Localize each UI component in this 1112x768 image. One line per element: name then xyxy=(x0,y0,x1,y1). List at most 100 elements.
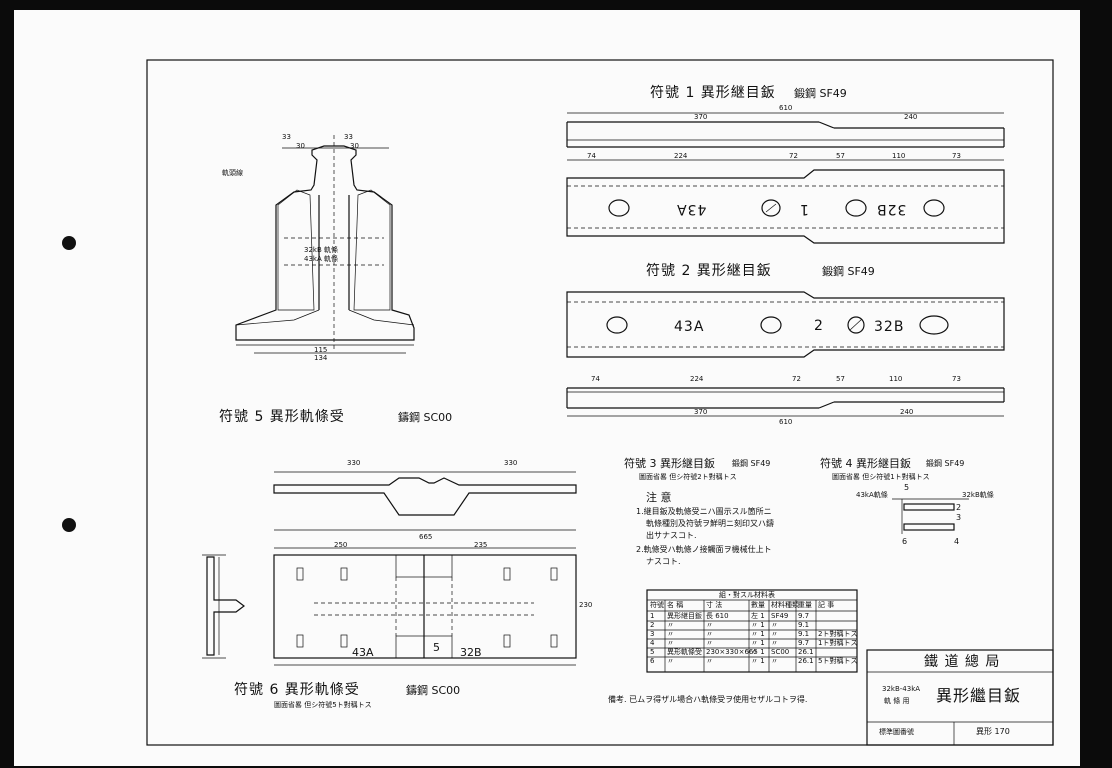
part2-title: 符號 2 異形継目鈑 xyxy=(646,263,772,279)
part5-dim-w1: 115 xyxy=(314,346,328,354)
titleblock-subtitle-bottom: 軌 條 用 xyxy=(884,697,910,705)
part2-dim-b1: 224 xyxy=(690,375,704,383)
part4-num-1: 2 xyxy=(956,503,962,512)
part2-dim-right: 240 xyxy=(900,408,914,416)
part5-dim-a: 33 xyxy=(282,133,291,141)
part6-dim-top-l: 330 xyxy=(347,459,361,467)
part6-material: 鑄鋼 SC00 xyxy=(406,684,461,697)
notes-line-1: 軌條種別及符號ヲ鮮明ニ刻印又ハ鑄 xyxy=(646,519,774,528)
bom-cell: 9.1 xyxy=(798,630,810,638)
part5-dim-b: 33 xyxy=(344,133,353,141)
part3-note: 圖面省畧 但シ符號2ト對稱トス xyxy=(639,473,737,481)
part1-dim-b1: 224 xyxy=(674,152,688,160)
part2-mark-left: 43A xyxy=(674,319,705,335)
bom-header-cell: 記 事 xyxy=(818,601,835,609)
titleblock-stdlabel: 標準圖番號 xyxy=(879,728,914,736)
bom-cell: 2 xyxy=(650,621,655,629)
part4-note: 圖面省畧 但シ符號1ト對稱トス xyxy=(832,473,930,481)
part2-dim-total: 610 xyxy=(779,418,793,426)
part4-rail-left: 43kA軌條 xyxy=(856,491,888,499)
part6-dim-top-r: 330 xyxy=(504,459,518,467)
notes-line-4: ナスコト. xyxy=(646,557,681,566)
part1-material: 鍛鋼 SF49 xyxy=(794,87,847,100)
part5-dim-w2: 134 xyxy=(314,354,328,362)
part2-material: 鍛鋼 SF49 xyxy=(822,265,875,278)
part1-mark-center: 1 xyxy=(799,201,809,217)
bom-header-cell: 重量 xyxy=(798,601,812,609)
part6-mark-center: 5 xyxy=(433,641,440,654)
part5-title: 符號 5 異形軌條受 xyxy=(219,409,345,425)
part6-dim-l: 250 xyxy=(334,541,348,549)
punch-hole-top xyxy=(62,236,76,250)
part1-dim-total: 610 xyxy=(779,104,793,112)
drawing-lines xyxy=(146,59,1054,746)
part4-num-2: 3 xyxy=(956,513,962,522)
bom-cell: 5 xyxy=(650,648,655,656)
bom-cell: 〃 xyxy=(771,621,778,629)
bom-cell: 〃 1 xyxy=(751,648,765,656)
part1-dim-right: 240 xyxy=(904,113,918,121)
titleblock-title: 異形繼目鈑 xyxy=(936,686,1022,705)
part1-dim-b0: 74 xyxy=(587,152,596,160)
bom-cell: 長 610 xyxy=(706,612,729,620)
drawing-border xyxy=(146,59,1054,746)
part2-dim-b3: 57 xyxy=(836,375,845,383)
bom-cell: 9.1 xyxy=(798,621,810,629)
bom-header-cell: 數量 xyxy=(751,601,765,609)
part1-mark-left: 43A xyxy=(676,201,707,217)
bom-cell: 4 xyxy=(650,639,655,647)
part5-dim-d: 30 xyxy=(350,142,359,150)
bom-cell: SC00 xyxy=(771,648,790,656)
bom-cell: 〃 xyxy=(706,630,713,638)
remark: 備考. 已ムヲ得ザル場合ハ軌條受ヲ使用セザルコトヲ得. xyxy=(608,695,808,704)
bom-cell: 2ト對稱トス xyxy=(818,630,858,638)
part2-mark-right: 32B xyxy=(874,319,905,335)
bom-cell: 〃 xyxy=(706,621,713,629)
part1-title: 符號 1 異形継目鈑 xyxy=(650,85,776,101)
part5-inner-label2: 43kA 軌條 xyxy=(304,255,338,263)
bom-cell: SF49 xyxy=(771,612,789,620)
bom-cell: 〃 1 xyxy=(751,621,765,629)
bom-cell: 〃 1 xyxy=(751,630,765,638)
bom-cell: 9.7 xyxy=(798,612,810,620)
part4-num-4: 4 xyxy=(954,537,960,546)
bom-cell: 6 xyxy=(650,657,655,665)
part1-face-view xyxy=(566,169,1005,244)
notes-line-3: 2.軌條受ハ軌條ノ接觸面ヲ機械仕上ト xyxy=(636,545,772,554)
bom-cell: 1 xyxy=(650,612,655,620)
part6-title: 符號 6 異形軌條受 xyxy=(234,682,360,698)
bom-cell: 3 xyxy=(650,630,655,638)
part6-dim-mid: 665 xyxy=(419,533,433,541)
part5-rail-label: 軌頭線 xyxy=(222,169,243,177)
part6-mark-left: 43A xyxy=(352,646,374,659)
part1-dim-left: 370 xyxy=(694,113,708,121)
part6-end-view xyxy=(202,554,245,659)
part1-dim-b4: 110 xyxy=(892,152,906,160)
part4-num-0: 5 xyxy=(904,483,910,492)
bom-cell: 左 1 xyxy=(751,612,765,620)
bom-header-cell: 符號 xyxy=(650,601,664,609)
part1-dim-b2: 72 xyxy=(789,152,798,160)
bom-cell: 230×330×665 xyxy=(706,648,758,656)
part4-rail-right: 32kB軌條 xyxy=(962,491,994,499)
part1-dim-b5: 73 xyxy=(952,152,961,160)
bom-cell: 〃 xyxy=(771,630,778,638)
part6-dim-h: 230 xyxy=(579,601,593,609)
bom-cell: 〃 xyxy=(771,639,778,647)
title-block-frame xyxy=(866,649,1054,746)
bom-cell: 〃 xyxy=(706,657,713,665)
part1-side-view xyxy=(566,112,1005,161)
part2-dim-b2: 72 xyxy=(792,375,801,383)
bom-cell: 26.1 xyxy=(798,648,814,656)
bom-cell: 〃 xyxy=(771,657,778,665)
part1-dim-b3: 57 xyxy=(836,152,845,160)
part6-dim-r: 235 xyxy=(474,541,488,549)
part3-title: 符號 3 異形継目鈑 xyxy=(624,457,715,470)
bom-cell: 異形軌條受 xyxy=(667,648,702,656)
notes-line-2: 出サナスコト. xyxy=(646,531,697,540)
part6-mark-right: 32B xyxy=(460,646,482,659)
part4-num-3: 6 xyxy=(902,537,908,546)
titleblock-subtitle-top: 32kB-43kA xyxy=(882,685,921,693)
part1-mark-right: 32B xyxy=(876,201,907,217)
bom-header-cell: 材料種類 xyxy=(771,601,799,609)
